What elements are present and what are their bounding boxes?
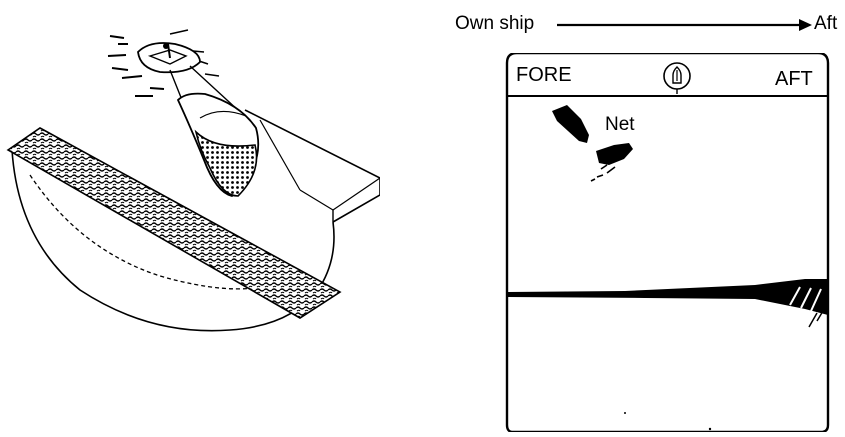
aft-label: AFT xyxy=(775,67,813,91)
ship-heading-icon xyxy=(662,61,692,95)
trawler-net-illustration xyxy=(0,0,380,432)
direction-indicator: Own ship Aft xyxy=(455,10,845,40)
sonar-echo-display xyxy=(505,53,830,432)
aft-direction-label: Aft xyxy=(814,10,837,38)
net-label: Net xyxy=(605,113,635,137)
own-ship-label: Own ship xyxy=(455,10,534,38)
fore-label: FORE xyxy=(516,63,572,87)
trawler-net-icon xyxy=(0,0,380,432)
sonar-display: FORE AFT Net xyxy=(505,53,830,432)
